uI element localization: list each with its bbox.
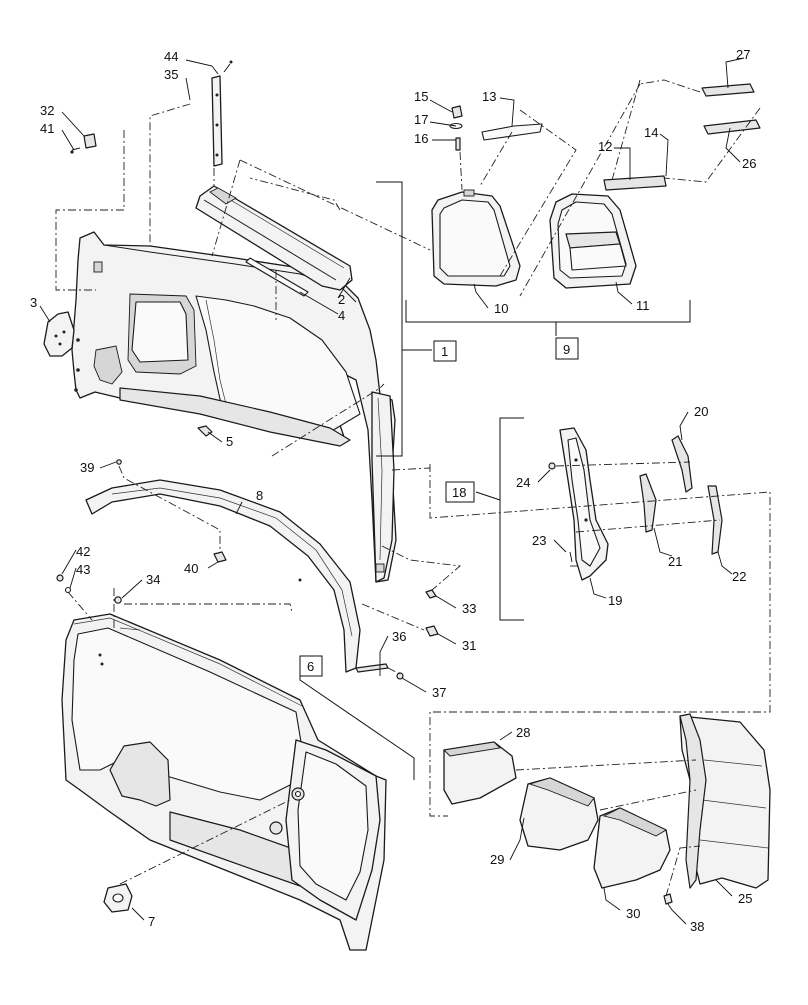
part-24-fastener — [548, 462, 556, 470]
part-20-bracket — [671, 435, 693, 493]
part-33-clip — [425, 589, 437, 599]
callout-30: 30 — [626, 906, 640, 921]
part-28-piece — [443, 741, 517, 805]
callout-21: 21 — [668, 554, 682, 569]
callout-33: 33 — [462, 601, 476, 616]
callout-31: 31 — [462, 638, 476, 653]
callout-34: 34 — [146, 572, 160, 587]
callout-8: 8 — [256, 488, 263, 503]
callout-40: 40 — [184, 561, 198, 576]
callout-13: 13 — [482, 89, 496, 104]
part-25-stacked-cover — [679, 713, 771, 889]
part-5-clip — [197, 425, 213, 437]
part-44-vertical-strip — [211, 60, 233, 167]
callout-19: 19 — [608, 593, 622, 608]
callout-15: 15 — [414, 89, 428, 104]
parts-42-43-fasteners — [56, 574, 72, 594]
callout-2: 2 — [338, 292, 345, 307]
callout-28: 28 — [516, 725, 530, 740]
callout-20: 20 — [694, 404, 708, 419]
part-11-window-frame — [549, 193, 637, 289]
part-40-clip — [213, 551, 227, 563]
callout-23: 23 — [532, 533, 546, 548]
callout-5: 5 — [226, 434, 233, 449]
part-12-seal — [603, 175, 667, 191]
callout-32: 32 — [40, 103, 54, 118]
part-2-top-molding — [195, 185, 353, 291]
part-21-bracket — [639, 473, 657, 533]
part-39-clip — [116, 459, 122, 465]
callout-4: 4 — [338, 308, 345, 323]
callout-1: 1 — [441, 344, 448, 359]
part-3-cover — [43, 311, 75, 357]
callout-25: 25 — [738, 891, 752, 906]
part-8-header-beam — [85, 479, 361, 673]
callout-7: 7 — [148, 914, 155, 929]
part-10-window-frame — [431, 189, 521, 287]
callout-box-9: 9 — [555, 337, 579, 360]
part-26-seal — [703, 119, 761, 135]
part-31-clip — [425, 625, 439, 637]
callout-box-1: 1 — [433, 340, 457, 362]
part-19-pillar-trim — [559, 427, 609, 581]
callout-12: 12 — [598, 139, 612, 154]
callout-3: 3 — [30, 295, 37, 310]
part-27-seal — [701, 83, 755, 97]
part-37-clip — [396, 672, 404, 680]
part-30-piece — [593, 807, 671, 889]
callout-29: 29 — [490, 852, 504, 867]
callout-36: 36 — [392, 629, 406, 644]
part-34-fastener — [114, 596, 122, 604]
callout-44: 44 — [164, 49, 178, 64]
leader-lines — [39, 57, 745, 925]
callout-16: 16 — [414, 131, 428, 146]
callout-18: 18 — [452, 485, 466, 500]
part-4-strip — [245, 257, 309, 297]
callout-24: 24 — [516, 475, 530, 490]
part-29-piece — [519, 777, 599, 851]
callout-labels: 44 35 32 41 3 2 4 5 15 13 17 16 27 12 14… — [30, 47, 756, 934]
part-6-lower-panel — [61, 613, 387, 951]
parts-15-17-16-hardware — [449, 105, 463, 151]
callout-27: 27 — [736, 47, 750, 62]
callout-10: 10 — [494, 301, 508, 316]
callout-35: 35 — [164, 67, 178, 82]
callout-17: 17 — [414, 112, 428, 127]
part-38-fastener — [663, 893, 673, 905]
part-7-grommet — [103, 883, 133, 913]
callout-39: 39 — [80, 460, 94, 475]
part-32-clip — [70, 133, 97, 154]
callout-box-6: 6 — [299, 655, 323, 677]
group-9-bracket — [405, 300, 691, 323]
callout-6: 6 — [307, 659, 314, 674]
callout-42: 42 — [76, 544, 90, 559]
callout-11: 11 — [636, 298, 650, 313]
callout-43: 43 — [76, 562, 90, 577]
callout-37: 37 — [432, 685, 446, 700]
group-1-bracket — [376, 181, 403, 457]
callout-38: 38 — [690, 919, 704, 934]
callout-22: 22 — [732, 569, 746, 584]
part-36-pin — [355, 663, 389, 673]
trim-panel-assembly — [71, 231, 397, 583]
callout-box-18: 18 — [445, 481, 475, 503]
callout-9: 9 — [563, 342, 570, 357]
callout-14: 14 — [644, 125, 658, 140]
callout-41: 41 — [40, 121, 54, 136]
group-18-bracket — [499, 417, 524, 621]
callout-26: 26 — [742, 156, 756, 171]
